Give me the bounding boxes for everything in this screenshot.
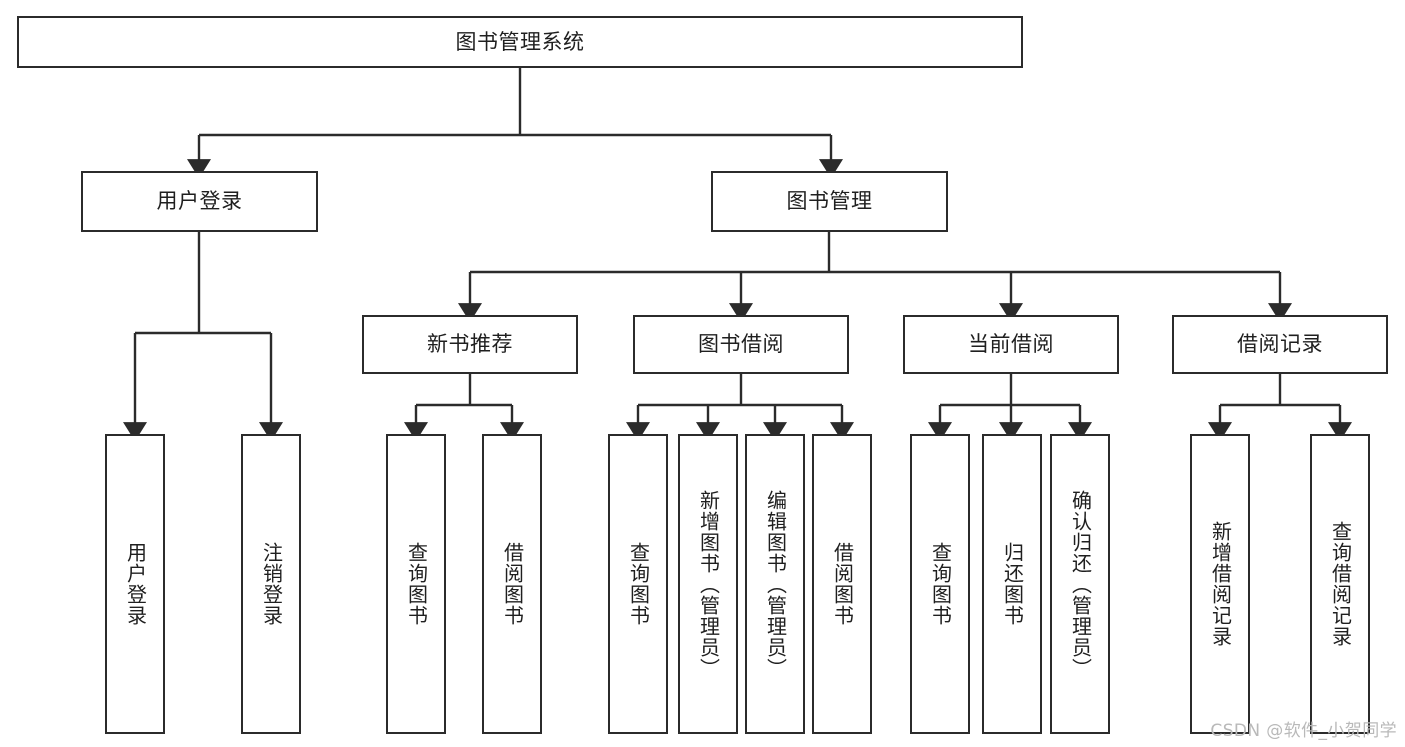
node-label: 新增图书（管理员） [696,489,721,679]
node-leaf-return-book[interactable]: 归还图书 [982,434,1042,734]
node-leaf-edit-book-admin[interactable]: 编辑图书（管理员） [745,434,805,734]
connectors-new-book-branch [404,374,524,442]
node-label: 编辑图书（管理员） [763,489,788,679]
node-label: 图书借阅 [698,332,784,357]
node-label: 用户登录 [123,542,148,626]
connectors-book-borrow-branch [626,374,854,442]
node-label: 查询借阅记录 [1328,521,1353,647]
node-label: 归还图书 [1000,542,1025,626]
connectors-user-login-branch [123,232,283,442]
node-leaf-borrow-book[interactable]: 借阅图书 [812,434,872,734]
node-leaf-add-book-admin[interactable]: 新增图书（管理员） [678,434,738,734]
connectors-book-management-branch [458,232,1292,323]
node-book-management[interactable]: 图书管理 [711,171,948,232]
node-label: 当前借阅 [968,332,1054,357]
node-leaf-query-book-current[interactable]: 查询图书 [910,434,970,734]
connectors-borrow-record-branch [1208,374,1352,442]
node-leaf-add-borrow-record[interactable]: 新增借阅记录 [1190,434,1250,734]
node-label: 用户登录 [156,189,243,214]
node-leaf-query-book-recommend[interactable]: 查询图书 [386,434,446,734]
node-label: 注销登录 [259,542,284,626]
node-book-borrow[interactable]: 图书借阅 [633,315,849,374]
node-root-system[interactable]: 图书管理系统 [17,16,1023,68]
node-label: 借阅图书 [500,542,525,626]
node-current-borrow[interactable]: 当前借阅 [903,315,1119,374]
node-borrow-record[interactable]: 借阅记录 [1172,315,1388,374]
node-label: 确认归还（管理员） [1068,489,1093,679]
connectors-current-borrow-branch [928,374,1092,442]
node-leaf-user-login[interactable]: 用户登录 [105,434,165,734]
watermark: CSDN @软件_小贺同学 [1210,721,1397,741]
node-leaf-confirm-return-admin[interactable]: 确认归还（管理员） [1050,434,1110,734]
node-leaf-borrow-book-recommend[interactable]: 借阅图书 [482,434,542,734]
node-label: 借阅记录 [1237,332,1323,357]
node-label: 新书推荐 [427,332,513,357]
node-user-login[interactable]: 用户登录 [81,171,318,232]
node-label: 查询图书 [626,542,651,626]
node-leaf-query-book-borrow[interactable]: 查询图书 [608,434,668,734]
node-label: 查询图书 [404,542,429,626]
node-leaf-logout-login[interactable]: 注销登录 [241,434,301,734]
node-label: 图书管理系统 [455,29,585,54]
node-label: 查询图书 [928,542,953,626]
node-label: 图书管理 [786,189,873,214]
node-new-book-recommend[interactable]: 新书推荐 [362,315,578,374]
node-label: 借阅图书 [830,542,855,626]
node-leaf-query-borrow-record[interactable]: 查询借阅记录 [1310,434,1370,734]
node-label: 新增借阅记录 [1208,521,1233,647]
connectors-root-to-level2 [187,68,843,179]
